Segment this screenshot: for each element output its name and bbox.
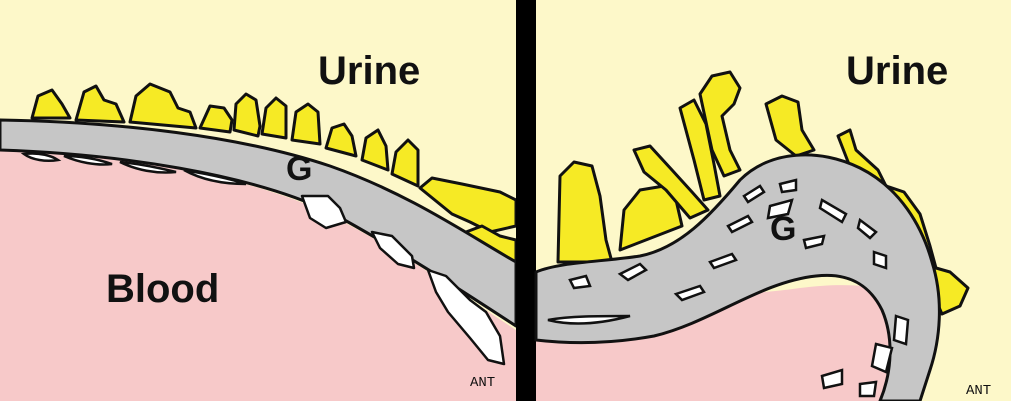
left-blood-label: Blood	[106, 267, 219, 311]
right-urine-label: Urine	[846, 49, 948, 93]
endothelial-gap	[894, 316, 908, 344]
panel-divider	[516, 0, 536, 401]
endothelial-gap	[874, 252, 886, 268]
right-panel: Urine G ANT	[536, 0, 1011, 401]
left-orientation-label: ANT	[470, 375, 495, 391]
left-urine-label: Urine	[318, 49, 420, 93]
left-membrane-label: G	[286, 150, 312, 188]
endothelial-gap	[860, 382, 876, 396]
right-membrane-label: G	[770, 210, 796, 248]
left-panel: Urine Blood G ANT	[0, 0, 516, 401]
podocyte-foot	[234, 94, 260, 136]
right-orientation-label: ANT	[966, 383, 991, 399]
